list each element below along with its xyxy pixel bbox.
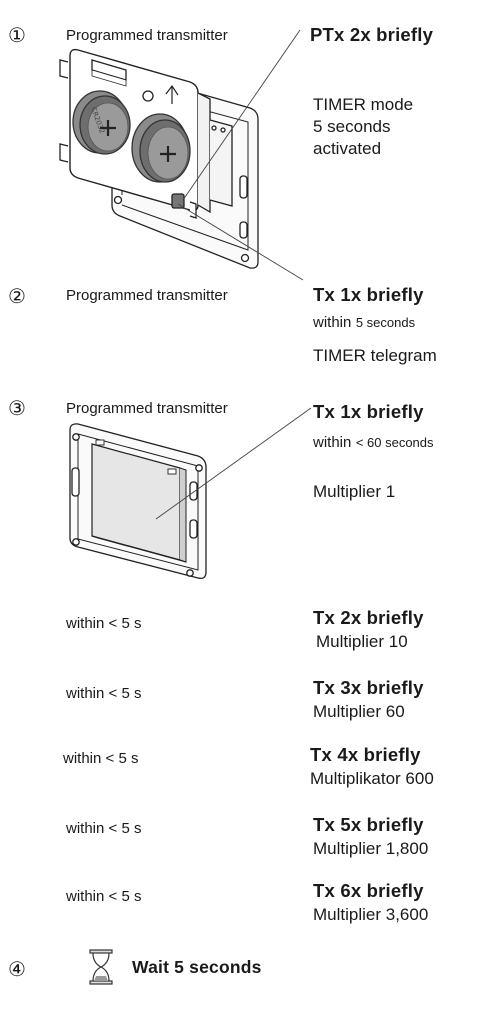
leader-line-1 (182, 29, 301, 201)
multiplier-row-3-timing: within < 5 s (63, 750, 139, 767)
multiplier-row-5-result: Multiplier 3,600 (313, 905, 429, 924)
multiplier-row-5-action: Tx 6x briefly (313, 880, 424, 901)
transmitter-open-illustration: CR2032 (59, 48, 259, 269)
step-2-label: Programmed transmitter (66, 287, 228, 304)
step-2-result: TIMER telegram (313, 346, 437, 365)
step-2-within: within 5 seconds (313, 314, 415, 332)
step-4-number: ④ (8, 957, 26, 981)
multiplier-row-3-result: Multiplikator 600 (310, 769, 434, 788)
step-2-within-prefix: within (313, 314, 352, 331)
multiplier-row-2-action: Tx 3x briefly (313, 677, 424, 698)
multiplier-row-2-timing: within < 5 s (66, 685, 142, 702)
step-1-label: Programmed transmitter (66, 27, 228, 44)
step-1-result-line-1: TIMER mode (313, 95, 414, 114)
leader-line-3 (155, 407, 312, 520)
leader-line-2 (177, 203, 304, 281)
step-1-result-line-3: activated (313, 139, 382, 158)
multiplier-row-4-result: Multiplier 1,800 (313, 839, 429, 858)
multiplier-row-1-timing: within < 5 s (66, 615, 142, 632)
step-3-action: Tx 1x briefly (313, 401, 424, 422)
step-3-result: Multiplier 1 (313, 482, 396, 501)
multiplier-row-1-result: Multiplier 10 (316, 632, 408, 651)
step-3-within-prefix: within (313, 434, 352, 451)
multiplier-row-4-timing: within < 5 s (66, 820, 142, 837)
multiplier-row-2-result: Multiplier 60 (313, 702, 405, 721)
multiplier-row-3-action: Tx 4x briefly (310, 744, 421, 765)
step-3-within: within < 60 seconds (313, 434, 434, 452)
step-4-wait: Wait 5 seconds (132, 957, 262, 977)
step-1-result-line-2: 5 seconds (313, 117, 391, 136)
step-1-action: PTx 2x briefly (310, 24, 434, 45)
step-3-label: Programmed transmitter (66, 400, 228, 417)
multiplier-row-5-timing: within < 5 s (66, 888, 142, 905)
step-2-number: ② (8, 284, 26, 308)
step-2-within-value: 5 seconds (355, 315, 416, 330)
step-3-number: ③ (8, 396, 26, 420)
step-1-number: ① (8, 23, 26, 47)
transmitter-closed-illustration (69, 423, 207, 580)
multiplier-row-1-action: Tx 2x briefly (313, 607, 424, 628)
hourglass-icon (89, 949, 113, 985)
multiplier-row-4-action: Tx 5x briefly (313, 814, 424, 835)
step-2-action: Tx 1x briefly (313, 284, 424, 305)
step-3-within-value: < 60 seconds (355, 435, 434, 450)
